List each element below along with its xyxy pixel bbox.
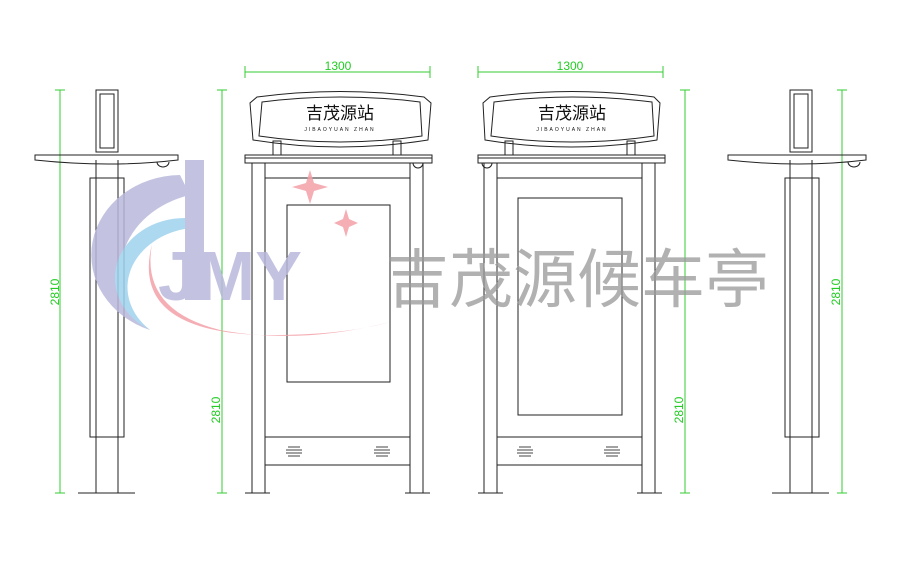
sign-subtitle: JIBAOYUAN ZHAN <box>536 127 607 133</box>
right-side-view: 2810 <box>727 89 867 494</box>
sign-title: 吉茂源站 <box>538 104 606 124</box>
height-dimension-label: 2810 <box>48 278 62 305</box>
speaker-icon <box>286 446 390 457</box>
watermark-company-text: 吉茂源候车亭 <box>385 244 769 318</box>
screen <box>286 204 391 383</box>
station-sign <box>249 91 432 148</box>
camera-icon <box>156 161 170 168</box>
watermark-logo-text: JMY <box>158 237 302 315</box>
height-dimension-label: 2810 <box>829 278 843 305</box>
sign-title: 吉茂源站 <box>306 104 374 124</box>
side-sign-box <box>95 89 119 153</box>
width-dimension-label: 1300 <box>325 59 352 73</box>
watermark-logo: JMY 吉茂源候车亭 <box>91 160 769 336</box>
back-view: 1300 2810 吉茂源站 JIBAOYUAN ZHAN <box>477 59 690 494</box>
star-icon <box>334 209 358 237</box>
height-dimension-label: 2810 <box>672 396 686 423</box>
roof-plate <box>244 154 433 164</box>
station-sign <box>482 91 661 148</box>
front-view: 1300 2810 吉茂源站 JIBAOYUAN ZHAN <box>209 59 433 494</box>
side-roof-plate <box>34 154 179 165</box>
camera-icon <box>847 161 861 168</box>
star-icon <box>292 170 328 204</box>
speaker-icon <box>517 446 620 457</box>
sign-subtitle: JIBAOYUAN ZHAN <box>304 127 375 133</box>
width-dimension-label: 1300 <box>557 59 584 73</box>
height-dimension-label: 2810 <box>209 396 223 423</box>
